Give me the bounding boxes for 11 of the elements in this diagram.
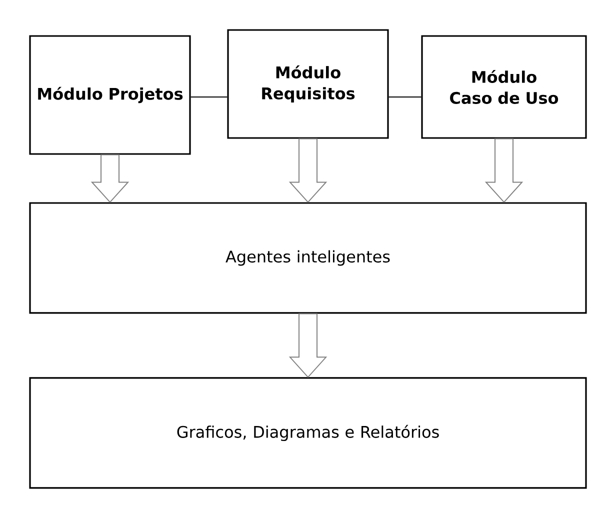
- process-box: Módulo Projetos: [29, 35, 191, 155]
- process-box: Módulo Caso de Uso: [421, 35, 587, 139]
- block-arrow: [288, 313, 328, 378]
- process-box: Módulo Requisitos: [227, 29, 389, 139]
- connector-line: [388, 96, 422, 98]
- block-arrow: [484, 138, 524, 203]
- block-arrow: [90, 154, 130, 203]
- process-box: Agentes inteligentes: [29, 202, 587, 314]
- connector-line: [190, 96, 228, 98]
- block-arrow: [288, 138, 328, 203]
- process-box: Graficos, Diagramas e Relatórios: [29, 377, 587, 489]
